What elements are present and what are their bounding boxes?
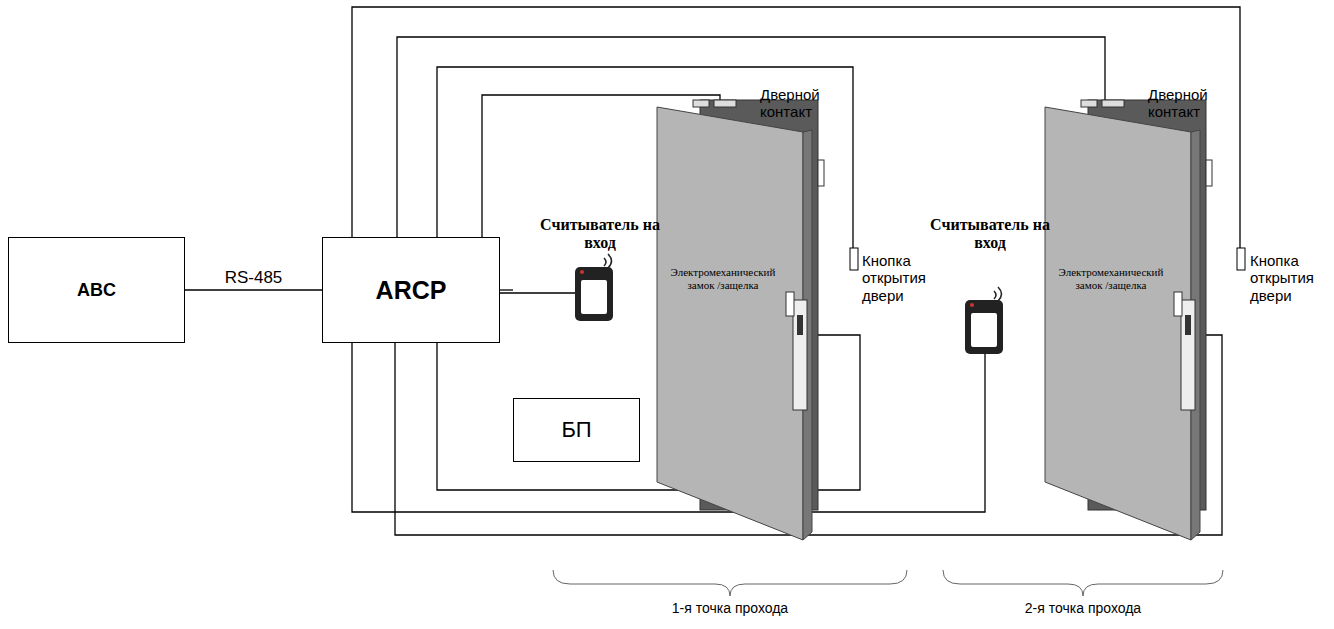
signal-label: RS-485 [223,268,285,288]
door [1045,100,1245,540]
device-box: ABC [8,237,185,343]
box-label: ARCP [376,276,447,305]
door [657,100,858,540]
connector [500,290,513,291]
part-label: Кнопка открытия двери [862,252,932,304]
card-reader [575,254,613,321]
part-label: Электромеханический замок /защелка [664,266,782,291]
part-label: Электромеханический замок /защелка [1052,266,1170,291]
box-label: БП [561,417,591,443]
part-label: 1-я точка прохода [630,600,830,616]
part-label: 2-я точка прохода [983,600,1183,616]
device-box: ARCP [322,237,500,343]
part-label: Дверной контакт [760,86,850,121]
connector [185,290,322,291]
part-label: Кнопка открытия двери [1250,252,1328,304]
part-label: Дверной контакт [1148,86,1238,121]
brace [553,570,1223,596]
device-box: БП [513,398,640,462]
box-label: ABC [77,280,116,301]
part-label: Считыватель на вход [540,216,660,253]
part-label: Считыватель на вход [930,216,1050,253]
card-reader [965,287,1003,354]
